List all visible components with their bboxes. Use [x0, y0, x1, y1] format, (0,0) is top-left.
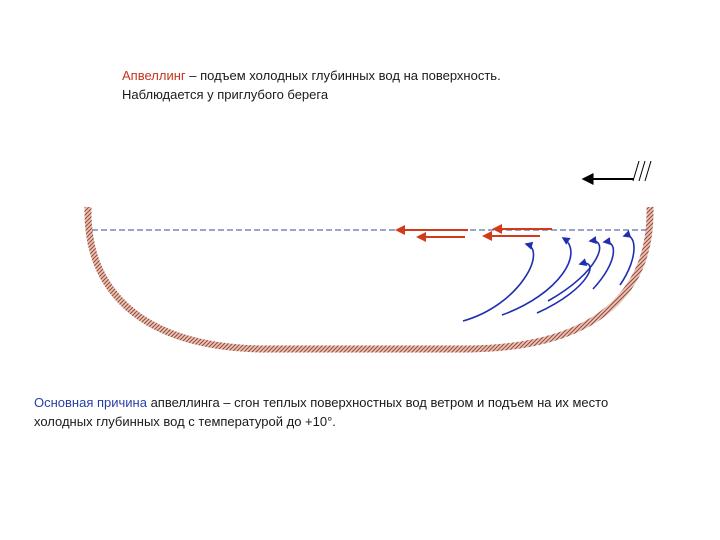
deep-currents	[462, 230, 635, 322]
deep-current-arrow	[462, 241, 535, 322]
upwelling-location: Наблюдается у приглубого берега	[122, 87, 329, 102]
upwelling-definition: – подъем холодных глубинных вод на повер…	[185, 68, 501, 83]
cause-text: Основная причина апвеллинга – сгон теплы…	[34, 393, 694, 431]
term-main-cause: Основная причина	[34, 395, 147, 410]
surface-currents	[395, 224, 552, 242]
term-upwelling: Апвеллинг	[122, 68, 186, 83]
basin-floor	[84, 206, 654, 353]
deep-current-arrow	[547, 236, 601, 302]
wind-arrow-icon	[581, 160, 652, 185]
deep-current-arrow	[536, 258, 591, 314]
deep-current-arrow	[619, 230, 635, 286]
cause-line-1: апвеллинга – сгон теплых поверхностных в…	[146, 395, 609, 410]
cause-line-2: холодных глубинных вод с температурой до…	[34, 414, 336, 429]
deep-current-arrow	[592, 237, 615, 290]
intro-text: Апвеллинг – подъем холодных глубинных во…	[122, 66, 642, 104]
deep-current-arrow	[501, 237, 572, 316]
